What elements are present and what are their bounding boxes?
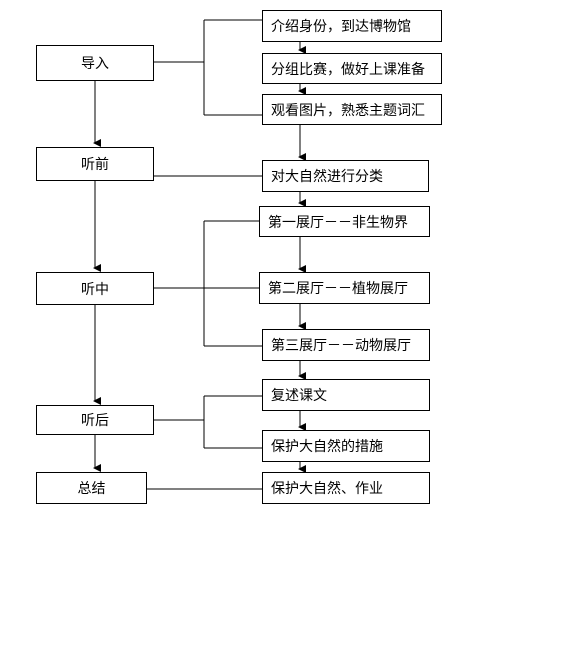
stage-intro: 导入 [36,45,154,81]
step-view-pictures: 观看图片，熟悉主题词汇 [262,94,442,125]
step-group-competition: 分组比赛，做好上课准备 [262,53,442,84]
step-hall-1: 第一展厅－－非生物界 [259,206,430,237]
stage-after: 听后 [36,405,154,435]
step-protect-homework: 保护大自然、作业 [262,472,430,504]
step-hall-3: 第三展厅－－动物展厅 [262,329,430,361]
stage-before: 听前 [36,147,154,181]
step-classify-nature: 对大自然进行分类 [262,160,429,192]
step-protect-measures: 保护大自然的措施 [262,430,430,462]
step-retell: 复述课文 [262,379,430,411]
step-hall-2: 第二展厅－－植物展厅 [259,272,430,304]
stage-summary: 总结 [36,472,147,504]
step-introduce-identity: 介绍身份，到达博物馆 [262,10,442,42]
stage-during: 听中 [36,272,154,305]
